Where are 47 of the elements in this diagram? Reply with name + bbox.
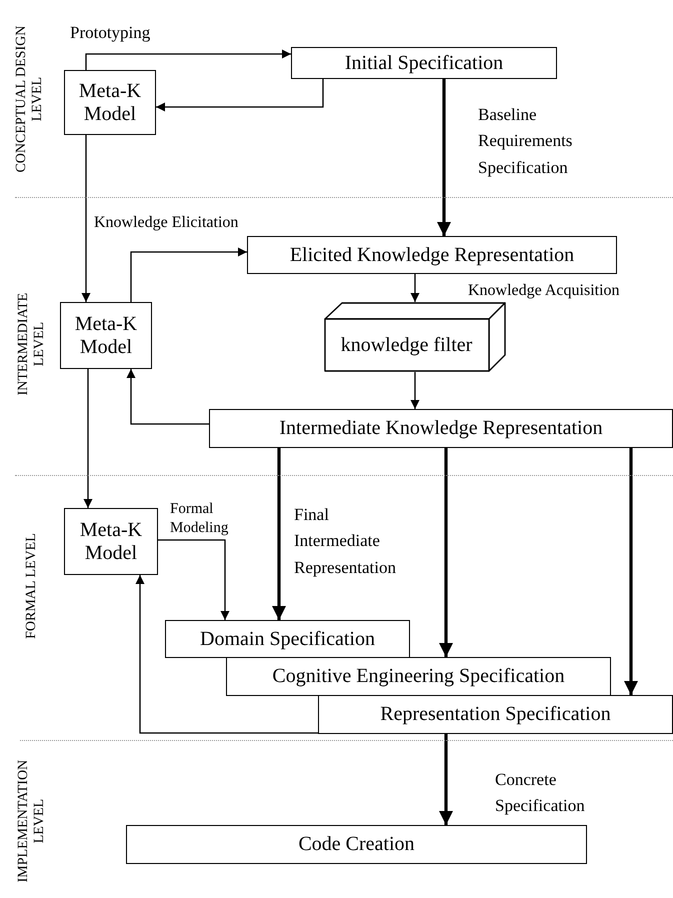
edge-label: Baseline Requirements Specification	[478, 104, 574, 179]
arrow	[156, 79, 324, 112]
process-box	[226, 657, 611, 696]
box-label: Initial Specification	[344, 52, 504, 74]
box-label: Meta-K Model	[78, 80, 142, 126]
box-label: Domain Specification	[200, 628, 375, 650]
box-label: Representation Specification	[380, 703, 611, 726]
arrow	[85, 50, 291, 70]
process-box	[291, 47, 557, 79]
arrow	[410, 274, 420, 302]
arrow	[624, 448, 638, 695]
level-label: CONCEPTUAL DESIGN LEVEL	[14, 24, 46, 175]
arrow	[158, 539, 230, 620]
arrow	[439, 734, 453, 825]
box-label: Meta-K Model	[78, 518, 144, 564]
arrow	[410, 372, 420, 409]
edge-label: Formal Modeling	[170, 500, 230, 538]
arrow	[272, 448, 286, 620]
box-label: Code Creation	[298, 833, 415, 856]
process-box	[165, 620, 410, 658]
edge-label: Concrete Specification	[495, 769, 586, 818]
process-box	[247, 236, 617, 274]
edge-label: Knowledge Elicitation	[94, 213, 240, 233]
arrow	[84, 369, 92, 508]
box-label: Meta-K Model	[74, 312, 138, 358]
process-box	[126, 825, 587, 864]
arrow	[130, 248, 247, 302]
arrow	[437, 79, 451, 236]
process-box	[209, 409, 673, 448]
box-label: Intermediate Knowledge Representation	[279, 417, 603, 440]
process-box	[318, 695, 673, 734]
process-box	[64, 508, 158, 575]
edge-label: Knowledge Acquisition	[468, 281, 621, 301]
level-label: INTERMEDIATE LEVEL	[16, 292, 48, 398]
box-label: Elicited Knowledge Representation	[290, 244, 574, 266]
arrow	[439, 448, 453, 657]
arrow	[126, 369, 209, 425]
arrow	[136, 575, 318, 734]
level-label: IMPLEMENTATION LEVEL	[16, 758, 48, 884]
edge-label: Final Intermediate Representation	[294, 504, 397, 579]
process-box	[60, 302, 152, 369]
process-box	[64, 70, 156, 135]
box-label: Cognitive Engineering Specification	[272, 665, 565, 688]
arrow	[82, 135, 90, 302]
level-label: FORMAL LEVEL	[24, 532, 40, 641]
edge-label: Prototyping	[70, 22, 152, 44]
box-label: knowledge filter	[340, 334, 472, 357]
